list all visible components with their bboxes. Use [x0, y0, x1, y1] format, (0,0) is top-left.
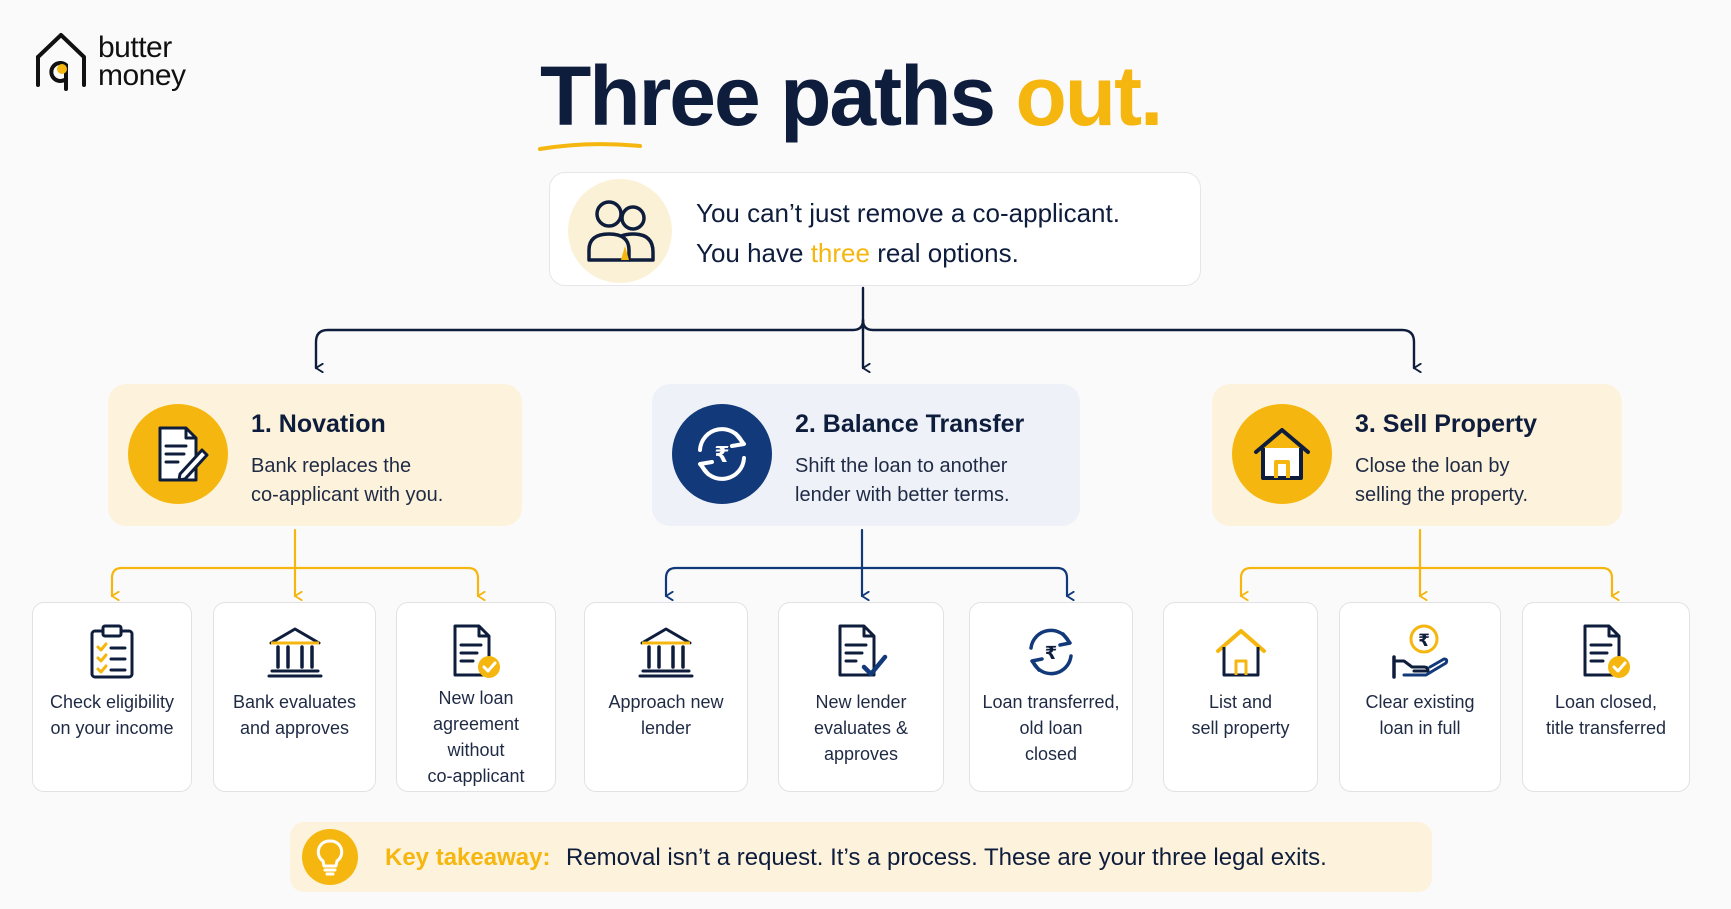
intro-line2: You have three real options. — [696, 233, 1120, 273]
path-description-line1: Close the loan by — [1355, 455, 1510, 477]
intro-line2-before: You have — [696, 238, 811, 268]
takeaway-label: Key takeaway: — [385, 844, 551, 871]
brand-name: butter money — [98, 31, 186, 92]
step-label-line: List and — [1208, 692, 1273, 712]
key-takeaway-banner: Key takeaway: Removal isn’t a request. I… — [290, 822, 1432, 892]
step-card-new-lender-evaluates[interactable]: New lender evaluates & approves — [778, 602, 944, 792]
intro-line2-after: real options. — [869, 238, 1019, 268]
step-label: Check eligibility on your income — [39, 689, 185, 741]
path-title: 1. Novation — [251, 410, 386, 438]
path-description: Shift the loan to another lender with be… — [795, 452, 1010, 510]
takeaway-text: Removal isn’t a request. It’s a process.… — [566, 844, 1327, 871]
step-label-line: Loan transferred, — [982, 692, 1120, 712]
step-label-line: without — [447, 740, 505, 760]
step-card-check-eligibility[interactable]: Check eligibility on your income — [32, 602, 192, 792]
svg-text:₹: ₹ — [1418, 631, 1430, 651]
top-connector — [314, 286, 1414, 368]
step-card-clear-existing-loan[interactable]: ₹ Clear existing loan in full — [1339, 602, 1501, 792]
intro-line1: You can’t just remove a co-applicant. — [696, 198, 1120, 228]
rupee-hand-icon: ₹ — [1340, 621, 1500, 683]
step-label: New loan agreement without co-applicant — [403, 685, 549, 789]
bank-icon — [214, 621, 375, 683]
step-label-line: on your income — [50, 718, 174, 738]
step-label-line: agreement — [432, 714, 520, 734]
path-description-line1: Shift the loan to another — [795, 455, 1008, 477]
step-label: Bank evaluates and approves — [220, 689, 369, 741]
step-label: Approach new lender — [591, 689, 741, 741]
house-icon — [1164, 621, 1317, 683]
step-label-line: title transferred — [1545, 718, 1667, 738]
balance-transfer-connector — [664, 528, 1067, 596]
path-description-line1: Bank replaces the — [251, 455, 412, 477]
path-description: Close the loan by selling the property. — [1355, 452, 1528, 510]
step-label-line: loan in full — [1379, 718, 1461, 738]
document-check-icon — [779, 621, 943, 683]
step-card-list-and-sell[interactable]: List and sell property — [1163, 602, 1318, 792]
step-label-line: New loan — [438, 688, 514, 708]
step-label: Clear existing loan in full — [1346, 689, 1494, 741]
novation-connector — [110, 528, 478, 596]
document-pen-icon — [128, 404, 228, 504]
step-label-line: co-applicant — [427, 766, 525, 786]
svg-text:₹: ₹ — [1045, 643, 1058, 664]
path-description: Bank replaces the co-applicant with you. — [251, 452, 443, 510]
step-label-line: sell property — [1191, 718, 1290, 738]
svg-text:₹: ₹ — [714, 443, 729, 468]
path-title: 3. Sell Property — [1355, 410, 1538, 438]
page-title: Three paths out. — [540, 48, 1163, 145]
step-label-line: and approves — [239, 718, 350, 738]
intro-line2-highlight: three — [810, 238, 870, 268]
path-card-sell-property[interactable]: 3. Sell Property Close the loan by selli… — [1212, 384, 1622, 526]
house-icon — [1232, 404, 1332, 504]
title-accent: out. — [1015, 49, 1163, 143]
lightbulb-icon — [302, 829, 358, 885]
intro-text: You can’t just remove a co-applicant. Yo… — [696, 193, 1120, 273]
title-main: Three paths — [540, 49, 1016, 143]
step-label-line: evaluates & — [813, 718, 909, 738]
step-label-line: New lender — [815, 692, 907, 712]
step-card-loan-transferred[interactable]: ₹ Loan transferred, old loan closed — [969, 602, 1133, 792]
step-label: Loan closed, title transferred — [1529, 689, 1683, 741]
step-label-line: Loan closed, — [1554, 692, 1658, 712]
step-label-line: lender — [640, 718, 692, 738]
title-underline — [538, 142, 642, 151]
path-card-balance-transfer[interactable]: ₹ 2. Balance Transfer Shift the loan to … — [652, 384, 1080, 526]
step-label-line: approves — [823, 744, 899, 764]
step-label: New lender evaluates & approves — [785, 689, 937, 767]
checklist-icon — [33, 621, 191, 683]
brand-logo[interactable]: butter money — [32, 30, 222, 94]
step-label-line: closed — [1024, 744, 1078, 764]
intro-box: You can’t just remove a co-applicant. Yo… — [549, 172, 1201, 286]
step-label-line: Clear existing — [1365, 692, 1475, 712]
rupee-cycle-icon: ₹ — [970, 621, 1132, 683]
step-label: List and sell property — [1170, 689, 1311, 741]
step-label-line: Bank evaluates — [232, 692, 357, 712]
house-logo-icon — [32, 29, 90, 96]
step-label-line: Approach new — [608, 692, 724, 712]
path-description-line2: selling the property. — [1355, 484, 1529, 506]
step-card-new-loan-agreement[interactable]: New loan agreement without co-applicant — [396, 602, 556, 792]
brand-name-line2: money — [98, 59, 186, 92]
step-label-line: old loan — [1019, 718, 1083, 738]
brand-name-line1: butter — [98, 31, 172, 64]
path-description-line2: co-applicant with you. — [251, 484, 444, 506]
bank-icon — [585, 621, 747, 683]
step-label-line: Check eligibility — [49, 692, 175, 712]
document-check-icon — [1523, 621, 1689, 683]
document-check-icon — [397, 621, 555, 683]
step-label: Loan transferred, old loan closed — [976, 689, 1126, 767]
path-description-line2: lender with better terms. — [795, 484, 1010, 506]
step-card-loan-closed[interactable]: Loan closed, title transferred — [1522, 602, 1690, 792]
step-card-approach-new-lender[interactable]: Approach new lender — [584, 602, 748, 792]
rupee-cycle-icon: ₹ — [672, 404, 772, 504]
people-icon — [568, 179, 672, 283]
path-card-novation[interactable]: 1. Novation Bank replaces the co-applica… — [108, 384, 522, 526]
step-card-bank-evaluates[interactable]: Bank evaluates and approves — [213, 602, 376, 792]
sell-property-connector — [1239, 528, 1612, 596]
path-title: 2. Balance Transfer — [795, 410, 1025, 438]
